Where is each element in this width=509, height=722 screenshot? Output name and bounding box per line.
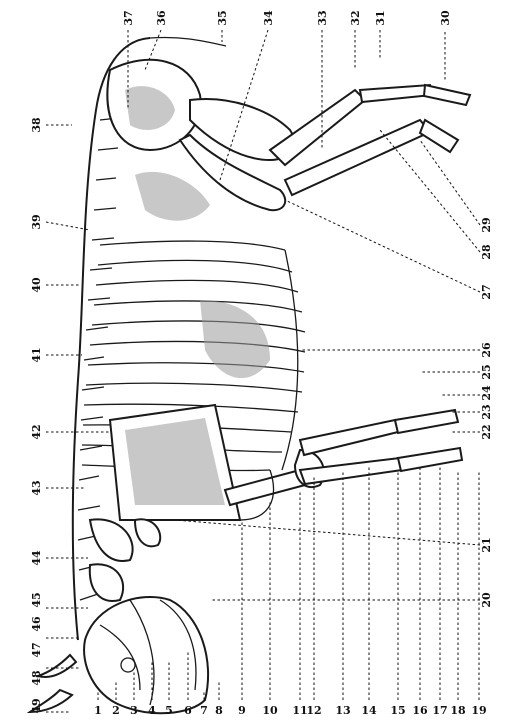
label-5: 5 [165, 704, 173, 717]
left-labels: 38 39 40 41 42 43 44 45 46 47 48 49 [30, 117, 43, 714]
label-7: 7 [200, 704, 208, 717]
label-36: 36 [155, 10, 168, 26]
label-27: 27 [480, 284, 493, 299]
label-15: 15 [390, 704, 405, 717]
skeleton-drawing [30, 37, 470, 713]
label-4: 4 [148, 704, 156, 717]
label-16: 16 [412, 704, 428, 717]
label-34: 34 [262, 10, 275, 26]
label-24: 24 [480, 385, 493, 401]
top-labels: 30 31 32 33 34 35 36 37 [122, 10, 452, 26]
right-labels: 20 21 22 23 24 25 26 27 28 29 [480, 217, 493, 607]
label-8: 8 [215, 704, 223, 717]
label-10: 10 [262, 704, 278, 717]
label-33: 33 [316, 10, 329, 25]
label-18: 18 [450, 704, 466, 717]
label-45: 45 [30, 592, 43, 607]
label-43: 43 [30, 480, 43, 495]
label-9: 9 [238, 704, 246, 717]
label-3: 3 [130, 704, 138, 717]
label-29: 29 [480, 217, 493, 232]
label-26: 26 [480, 342, 493, 358]
label-39: 39 [30, 214, 43, 229]
label-49: 49 [30, 698, 43, 713]
label-35: 35 [216, 10, 229, 25]
label-38: 38 [30, 117, 43, 133]
label-31: 31 [374, 10, 387, 25]
label-20: 20 [480, 592, 493, 608]
label-46: 46 [30, 616, 43, 632]
label-37: 37 [122, 10, 135, 25]
label-17: 17 [432, 704, 447, 717]
label-30: 30 [439, 10, 452, 26]
bottom-labels: 1 2 3 4 5 6 7 8 9 10 11 12 13 14 15 16 1… [94, 704, 486, 717]
label-42: 42 [30, 424, 43, 439]
label-19: 19 [471, 704, 486, 717]
label-47: 47 [30, 642, 43, 657]
label-23: 23 [480, 404, 493, 419]
label-1: 1 [94, 704, 102, 717]
label-25: 25 [480, 364, 493, 379]
label-21: 21 [480, 537, 493, 552]
label-12: 12 [306, 704, 321, 717]
label-32: 32 [349, 10, 362, 25]
label-41: 41 [30, 347, 43, 362]
label-40: 40 [30, 277, 43, 293]
label-22: 22 [480, 424, 493, 439]
label-2: 2 [112, 704, 120, 717]
label-44: 44 [30, 550, 43, 566]
label-14: 14 [361, 704, 377, 717]
label-6: 6 [184, 704, 192, 717]
label-28: 28 [480, 244, 493, 260]
label-48: 48 [30, 670, 43, 686]
label-13: 13 [335, 704, 350, 717]
